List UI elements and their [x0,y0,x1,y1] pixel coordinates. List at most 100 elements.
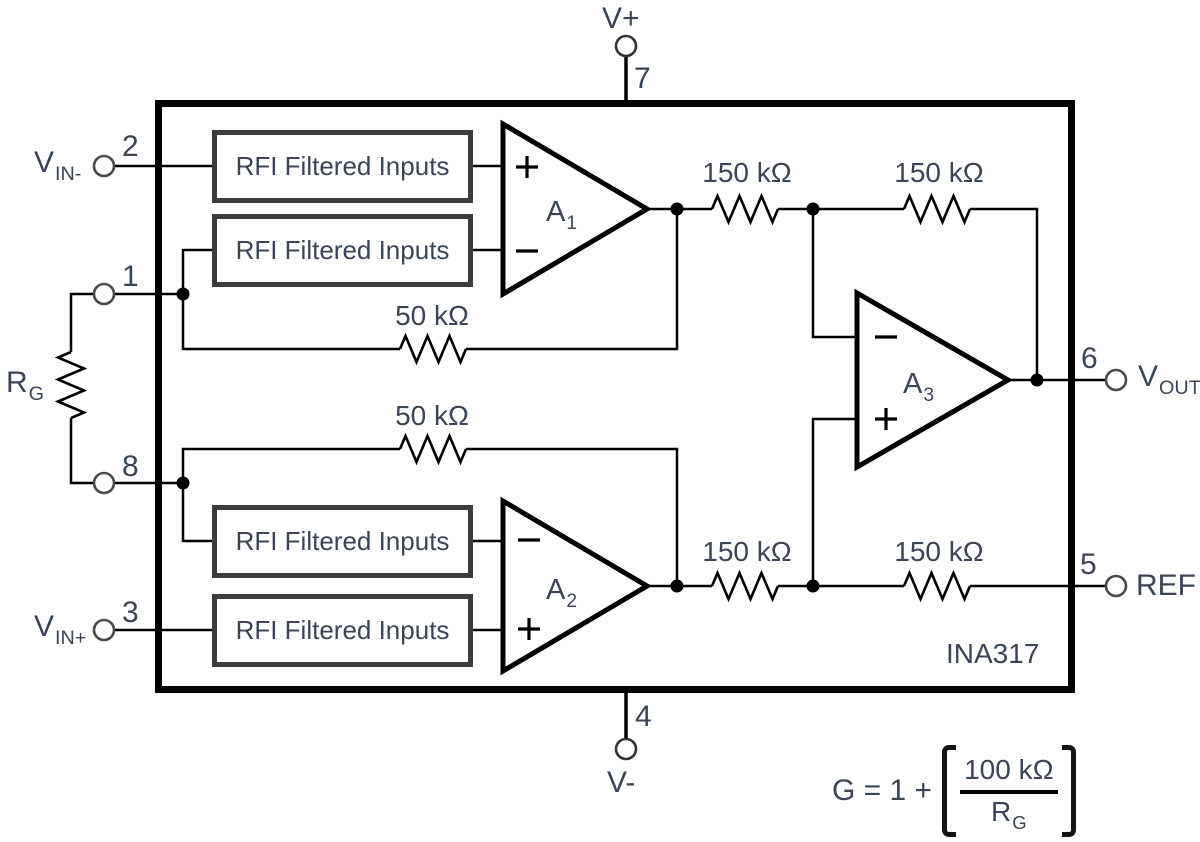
rfi-filter-label: RFI Filtered Inputs [235,235,450,265]
pin2-number: 2 [122,130,139,163]
vin-pos-sub: IN+ [55,627,87,650]
fraction-bar [960,790,1058,794]
terminal-vout [1104,368,1128,392]
opamp-sign-group [516,156,897,640]
a2-sub: 2 [566,591,577,613]
junction-dot [176,476,190,490]
left-bracket-icon [942,745,957,837]
resistor-150k-top-left [710,192,780,226]
wire-pin1-to-50k [181,294,400,351]
a1-noninverting-plus-icon [516,156,538,178]
vin-pos-label: VIN+ [34,610,86,649]
vin-pos-base: V [34,610,55,643]
gain-equation: G = 1 + 100 kΩ RG [832,745,1076,837]
ref-label: REF [1136,569,1196,602]
resistor-150k-bottom-right [902,569,972,603]
terminal-vin-pos [92,618,116,642]
resistor-group [54,192,972,603]
gain-denominator: RG [990,796,1027,832]
junction-dot [806,202,820,216]
pin3-number: 3 [122,596,139,629]
resistor-150k-bottom-left-label: 150 kΩ [702,536,792,567]
gain-den-sub: G [1012,811,1027,833]
wire-rg-top [69,292,94,352]
vplus-label: V+ [602,2,640,35]
resistor-150k-bottom-left [710,569,780,603]
rg-base: R [6,366,28,399]
wire-rg-bottom [69,418,94,485]
terminal-vminus [614,737,638,761]
pin4-number: 4 [635,700,652,733]
terminal-rg-pin1 [92,282,116,306]
resistor-150k-bottom-right-label: 150 kΩ [894,536,984,567]
a1-base: A [546,196,566,228]
terminal-ref [1104,574,1128,598]
junction-dot [806,579,820,593]
rfi-filter-block-3: RFI Filtered Inputs [212,505,473,578]
resistor-150k-top-left-label: 150 kΩ [702,157,792,188]
opamp-a2-label: A2 [546,574,577,612]
resistor-50k-upper-label: 50 kΩ [395,300,469,331]
rg-sub: G [28,383,45,406]
gain-den-base: R [990,796,1012,827]
junction-dot [670,579,684,593]
pin7-number: 7 [634,62,651,95]
opamp-a1-label: A1 [546,196,577,234]
gain-numerator: 100 kΩ [964,754,1054,785]
wire-pin8-to-50k [181,447,400,483]
pin5-number: 5 [1080,548,1097,581]
wire-group [69,56,1106,739]
junction-group [176,202,1044,593]
rfi-filter-label: RFI Filtered Inputs [235,526,450,556]
junction-dot [176,287,190,301]
resistor-50k-lower-label: 50 kΩ [395,400,469,431]
device-name: INA317 [946,638,1040,669]
a3-noninverting-plus-icon [875,408,897,430]
wire-50k-to-a2out [466,447,679,586]
pin8-number: 8 [122,450,139,483]
a3-base: A [903,368,923,400]
vout-sub: OUT [1159,377,1200,400]
vout-base: V [1138,360,1159,393]
pin1-number: 1 [122,260,139,293]
resistor-150k-top-right-label: 150 kΩ [894,157,984,188]
wire-pin8-to-rfi3 [181,483,212,543]
vin-neg-label: VIN- [34,146,81,185]
wire-fb-to-a3out [970,207,1039,380]
terminal-vin-neg [92,154,116,178]
right-bracket-icon [1061,745,1076,837]
resistor-50k-lower [398,432,468,466]
rg-label: RG [6,366,44,405]
vout-label: VOUT [1138,360,1200,399]
rfi-filter-block-1: RFI Filtered Inputs [212,130,473,203]
junction-dot [1030,373,1044,387]
gain-equation-prefix: G = 1 + [832,774,933,807]
opamp-a3-label: A3 [903,368,934,406]
wire-a3-noninverting [811,417,857,586]
rfi-filter-label: RFI Filtered Inputs [235,615,450,645]
rfi-filter-block-4: RFI Filtered Inputs [212,594,473,667]
resistor-150k-top-right [902,192,972,226]
rfi-filter-label: RFI Filtered Inputs [235,151,450,181]
wire-pin1-to-rfi2 [181,248,212,294]
resistor-50k-upper [398,332,468,366]
terminal-rg-pin8 [92,471,116,495]
resistor-rg [54,350,88,420]
vin-neg-sub: IN- [55,163,82,186]
a2-noninverting-plus-icon [518,618,540,640]
wire-a3-inverting [811,209,857,339]
gain-fraction: 100 kΩ RG [960,754,1058,832]
junction-dot [670,202,684,216]
pin6-number: 6 [1081,342,1098,375]
a2-base: A [546,574,566,606]
vin-neg-base: V [34,146,55,179]
ic-boundary [155,100,1075,693]
vminus-label: V- [607,766,636,799]
terminal-group [92,34,1128,761]
a3-sub: 3 [923,385,934,407]
rfi-filter-block-2: RFI Filtered Inputs [212,214,473,287]
terminal-vplus [614,34,638,58]
wire-50k-to-a1out [466,209,679,351]
